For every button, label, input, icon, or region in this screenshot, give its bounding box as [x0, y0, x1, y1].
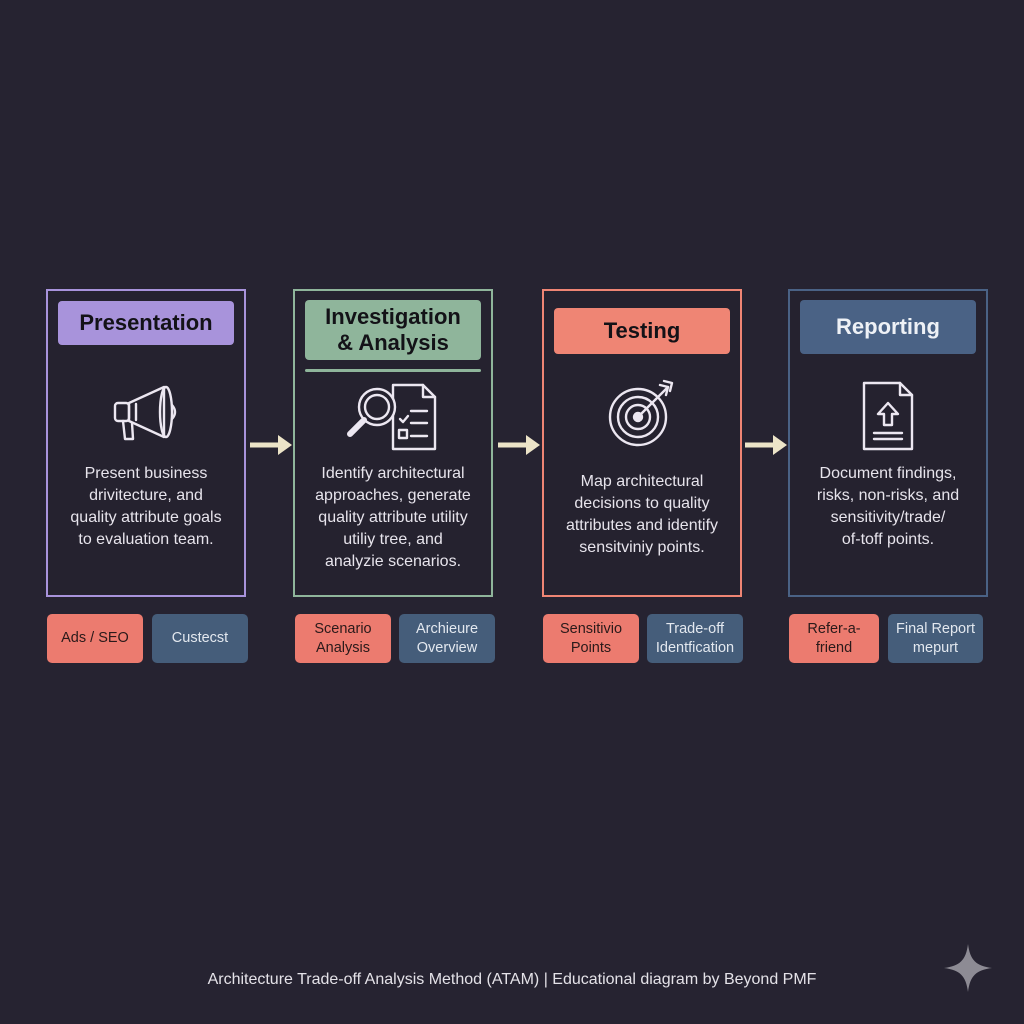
target-icon [608, 379, 674, 447]
arrow-icon [498, 435, 540, 455]
tag-custecst: Custecst [152, 614, 248, 663]
phase-description: Present business drivitecture, and quali… [70, 465, 222, 548]
phase-reporting: Reporting Document findings, risks, non-… [788, 289, 988, 597]
phase-title: Testing [554, 308, 730, 354]
tag-refer-a-friend: Refer-a- friend [789, 614, 879, 663]
phase-testing: Testing Map architectural decisions to q… [542, 289, 742, 597]
magnifier-document-icon [347, 383, 437, 451]
arrow-icon [250, 435, 292, 455]
tag-architecture-overview: Archieure Overview [399, 614, 495, 663]
phase-presentation: Presentation Present business drivitectu… [46, 289, 246, 597]
tag-final-report: Final Report mepurt [888, 614, 983, 663]
tag-scenario-analysis: Scenario Analysis [295, 614, 391, 663]
arrow-icon [745, 435, 787, 455]
phase-title: Presentation [58, 301, 234, 345]
tag-sensitivity-points: Sensitivio Points [543, 614, 639, 663]
tag-tradeoff-identification: Trade-off Identfication [647, 614, 743, 663]
document-upload-icon [862, 381, 914, 451]
megaphone-icon [113, 385, 177, 441]
tag-ads-seo: Ads / SEO [47, 614, 143, 663]
phase-investigation: Investigation & Analysis Identify archit… [293, 289, 493, 597]
phase-description: Document findings, risks, non-risks, and… [816, 465, 960, 548]
phase-description: Identify architectural approaches, gener… [315, 465, 471, 570]
phase-title: Investigation & Analysis [305, 300, 481, 360]
phase-title: Reporting [800, 300, 976, 354]
sparkle-icon [944, 944, 992, 992]
footer-caption: Architecture Trade-off Analysis Method (… [207, 971, 817, 988]
title-underline [305, 369, 481, 372]
phase-description: Map architectural decisions to quality a… [565, 473, 719, 556]
